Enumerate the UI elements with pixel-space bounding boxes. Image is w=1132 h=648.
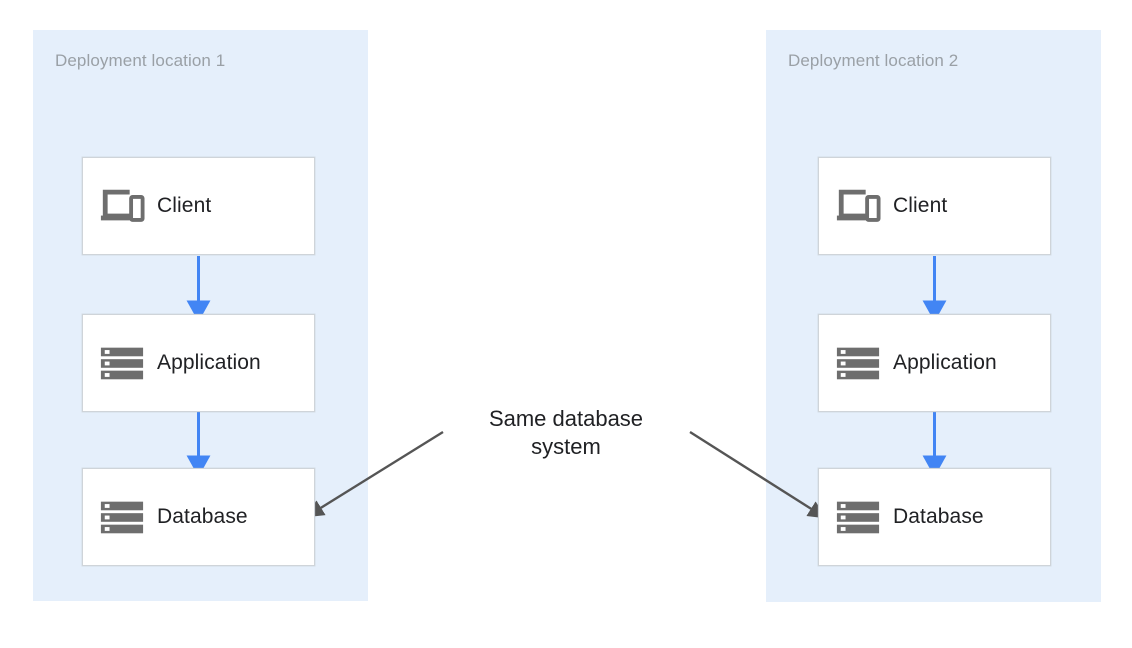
annotation-line-2: system — [531, 434, 601, 459]
node-label: Database — [893, 505, 984, 528]
node-client-zone-1[interactable]: Client — [82, 157, 315, 255]
server-rack-icon — [836, 501, 880, 534]
server-rack-icon — [100, 501, 144, 534]
server-rack-icon — [836, 347, 880, 380]
node-label: Application — [893, 351, 997, 374]
server-rack-icon — [100, 347, 144, 380]
node-database-zone-1[interactable]: Database — [82, 468, 315, 566]
node-label: Database — [157, 505, 248, 528]
node-database-zone-2[interactable]: Database — [818, 468, 1051, 566]
annotation-line-1: Same database — [488, 406, 644, 431]
node-label: Client — [893, 194, 948, 217]
node-application-zone-2[interactable]: Application — [818, 314, 1051, 412]
zone-2-label: Deployment location 2 — [788, 51, 959, 70]
node-application-zone-1[interactable]: Application — [82, 314, 315, 412]
node-client-zone-2[interactable]: Client — [818, 157, 1051, 255]
devices-icon — [836, 189, 881, 222]
node-label: Client — [157, 194, 212, 217]
devices-icon — [100, 189, 145, 222]
node-label: Application — [157, 351, 261, 374]
zone-1-label: Deployment location 1 — [55, 51, 226, 70]
annotation-same-database-system: Same database system — [446, 405, 686, 461]
